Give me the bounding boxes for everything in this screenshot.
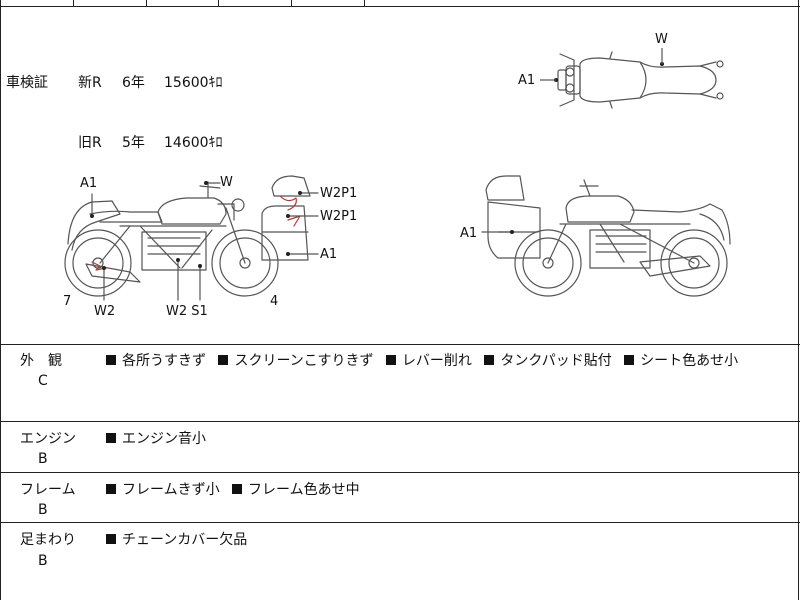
- section-items: 各所うすきず スクリーンこすりきず レバー削れ タンクパッド貼付 シート色あせ小: [106, 350, 746, 370]
- reg-type: 新R: [78, 75, 102, 91]
- section-title: エンジン: [20, 431, 76, 447]
- header-divider: [0, 6, 800, 7]
- left-view-label-w2: W2: [94, 304, 116, 319]
- list-item: フレームきず小: [122, 482, 220, 498]
- bullet-square-icon: [484, 355, 495, 365]
- bullet-square-icon: [106, 355, 116, 365]
- left-view-label-7: 7: [63, 294, 72, 309]
- section-grade: B: [38, 451, 48, 467]
- section-divider: [0, 344, 800, 345]
- header-cell-divider: [146, 0, 147, 6]
- left-view-label-w2p1: W2P1: [320, 209, 358, 224]
- list-item: 各所うすきず: [122, 353, 206, 369]
- bullet-square-icon: [106, 433, 116, 443]
- reg-mass: 15600ｷﾛ: [164, 75, 223, 91]
- registration-label: 車検証: [6, 75, 48, 91]
- right-side-view-diagram: [481, 175, 731, 297]
- left-view-label-a1-box: A1: [320, 247, 338, 262]
- section-divider: [0, 421, 800, 422]
- top-view-label-w: W: [655, 32, 668, 47]
- right-view-label-a1: A1: [460, 226, 478, 241]
- section-grade: B: [38, 502, 48, 518]
- left-view-label-a1: A1: [80, 176, 98, 191]
- reg-mass: 14600ｷﾛ: [164, 135, 223, 151]
- left-side-view-diagram: [64, 175, 319, 301]
- section-divider: [0, 522, 800, 523]
- list-item: チェーンカバー欠品: [122, 532, 248, 548]
- section-grade: B: [38, 553, 48, 569]
- left-view-label-w2s1: W2 S1: [166, 304, 208, 319]
- bullet-square-icon: [385, 355, 396, 365]
- reg-years: 6年: [122, 75, 145, 91]
- header-cell-divider: [218, 0, 219, 6]
- bullet-square-icon: [106, 484, 116, 494]
- section-divider: [0, 472, 800, 473]
- top-view-diagram: [557, 51, 724, 109]
- section-items: チェーンカバー欠品: [106, 529, 255, 549]
- left-view-label-w: W: [220, 175, 233, 190]
- list-item: シート色あせ小: [640, 353, 739, 369]
- section-title: 外 観: [20, 353, 62, 369]
- top-view-label-a1: A1: [518, 73, 536, 88]
- list-item: フレーム色あせ中: [248, 482, 360, 498]
- section-items: エンジン音小: [106, 428, 214, 448]
- list-item: スクリーンこすりきず: [234, 353, 374, 369]
- bullet-square-icon: [106, 534, 116, 544]
- bullet-square-icon: [624, 355, 635, 365]
- section-grade: C: [38, 373, 48, 389]
- registration-info: 車検証 新R 6年 15600ｷﾛ 旧R 5年 14600ｷﾛ: [6, 33, 223, 173]
- list-item: タンクパッド貼付: [500, 353, 612, 369]
- left-view-label-4: 4: [270, 294, 279, 309]
- header-cell-divider: [73, 0, 74, 6]
- reg-type: 旧R: [78, 135, 102, 151]
- bullet-square-icon: [218, 355, 229, 365]
- left-view-label-w2p1: W2P1: [320, 186, 358, 201]
- list-item: エンジン音小: [122, 431, 206, 447]
- section-items: フレームきず小 フレーム色あせ中: [106, 479, 368, 499]
- header-cell-divider: [364, 0, 365, 6]
- list-item: レバー削れ: [401, 353, 472, 369]
- header-cell-divider: [291, 0, 292, 6]
- section-title: 足まわり: [20, 532, 76, 548]
- section-title: フレーム: [20, 482, 76, 498]
- bullet-square-icon: [232, 484, 243, 494]
- motorcycle-diagrams: [64, 48, 731, 301]
- reg-years: 5年: [122, 135, 145, 151]
